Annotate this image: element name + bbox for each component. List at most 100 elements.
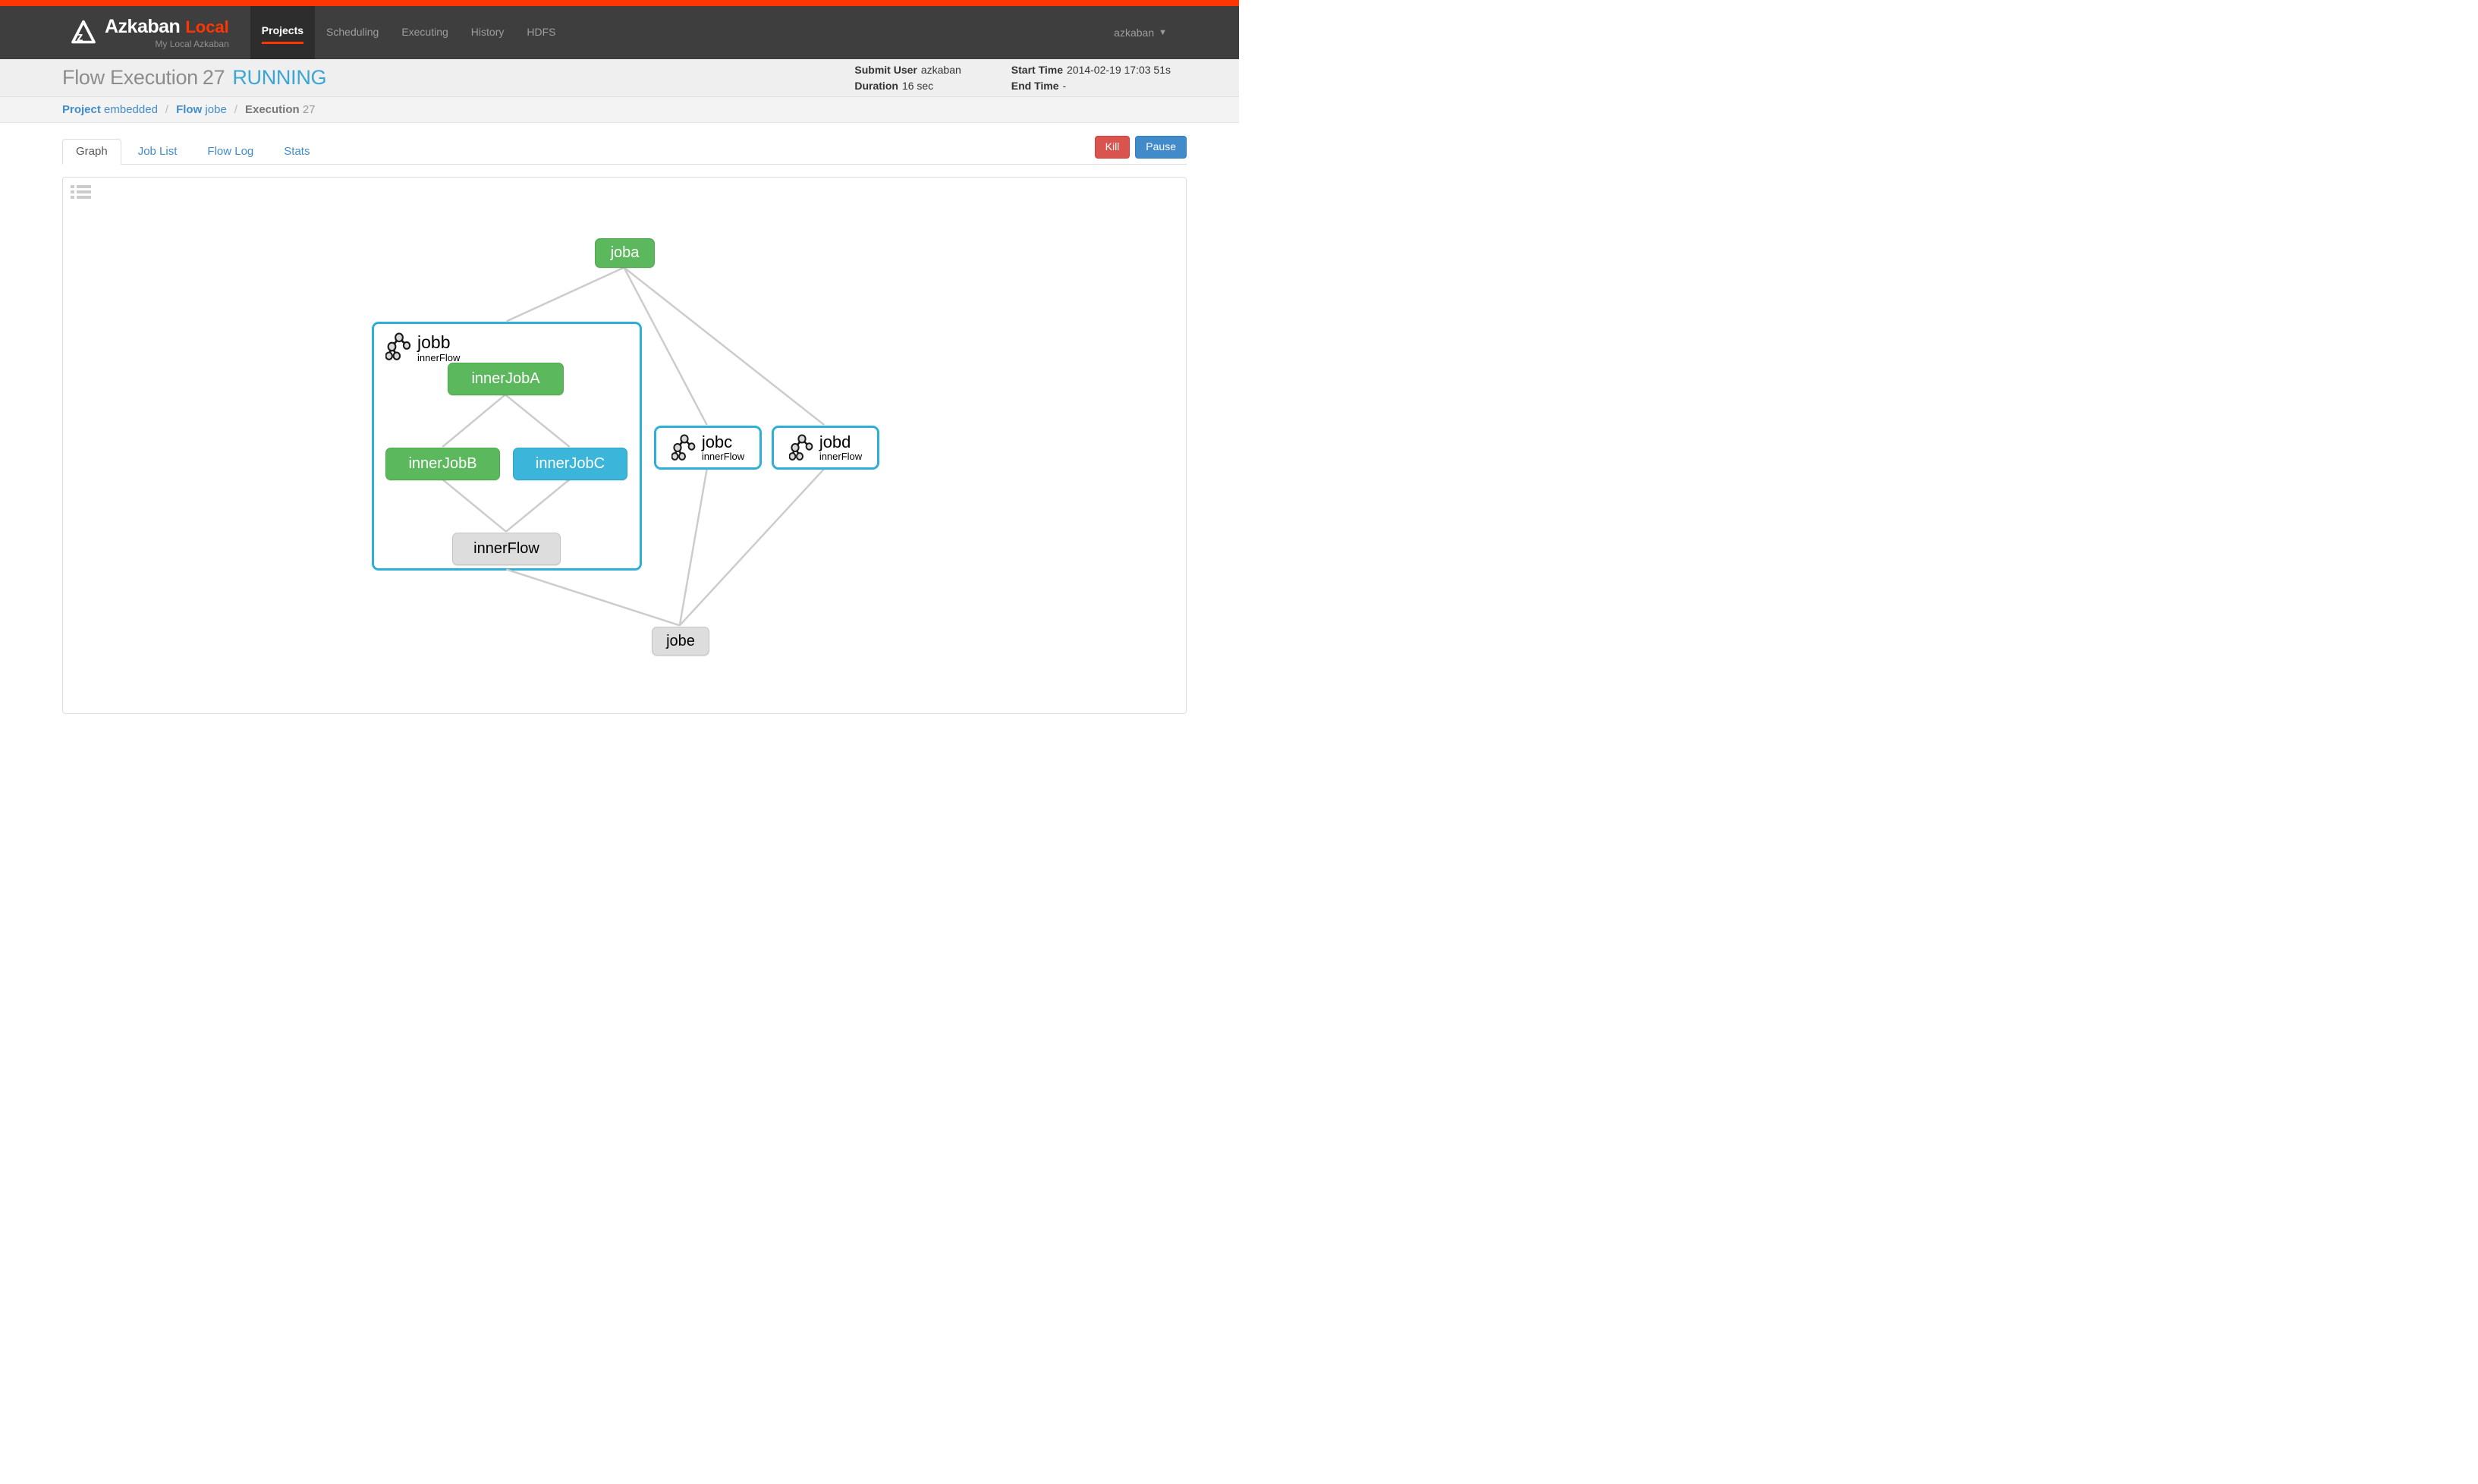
nav-item-history[interactable]: History: [460, 6, 516, 59]
flow-node-title: jobc: [701, 432, 733, 451]
subflow-icon: [385, 332, 411, 360]
graph-edge-joba-jobc: [623, 267, 708, 426]
job-node-innerflow[interactable]: innerFlow: [452, 533, 561, 565]
brand-text: Azkaban Local My Local Azkaban: [105, 16, 229, 49]
graph-edge-jobb-jobe: [506, 568, 681, 627]
subflow-icon: [671, 434, 696, 461]
azkaban-logo-icon: z: [71, 20, 96, 44]
job-node-joba[interactable]: joba: [595, 238, 655, 268]
nav-item-label: Executing: [401, 25, 448, 38]
info-label: Start Time: [1011, 63, 1063, 76]
info-label: End Time: [1011, 79, 1059, 92]
user-name: azkaban: [1114, 27, 1155, 39]
nav-item-label: History: [470, 25, 505, 38]
breadcrumb-flow[interactable]: Flow jobe: [176, 103, 227, 116]
tab-row: Graph Job List Flow Log Stats Kill Pause: [62, 136, 1187, 165]
job-node-jobe[interactable]: jobe: [652, 627, 709, 656]
info-label: Submit User: [854, 63, 917, 76]
flow-node-title: jobd: [819, 432, 851, 451]
tab-flow-log[interactable]: Flow Log: [207, 145, 254, 158]
breadcrumb-separator: /: [234, 103, 237, 116]
info-value: 16 sec: [901, 79, 934, 92]
breadcrumb-value: 27: [299, 103, 316, 116]
graph-edge-innerjobb-innerflow: [442, 478, 507, 533]
status-badge: RUNNING: [232, 66, 327, 89]
graph-edge-innerjobc-innerflow: [505, 478, 571, 533]
graph-edge-innerjoba-innerjobb: [442, 394, 506, 448]
job-node-innerjobb[interactable]: innerJobB: [385, 448, 500, 480]
nav-items: Projects Scheduling Executing History HDFS: [250, 6, 568, 59]
info-start-time: Start Time 2014-02-19 17:03 51s: [1011, 63, 1171, 77]
info-value: azkaban: [920, 63, 961, 76]
graph-edges: [442, 266, 825, 627]
flow-box-title: jobb: [417, 332, 451, 352]
graph-edge-jobd-jobe: [678, 468, 825, 627]
flow-box-subtitle: innerFlow: [417, 352, 461, 363]
nav-item-label: Projects: [261, 21, 304, 44]
joblist-panel-toggle-button[interactable]: [71, 184, 91, 200]
nav-item-label: Scheduling: [326, 25, 379, 38]
info-value: 2014-02-19 17:03 51s: [1067, 63, 1171, 76]
info-value: -: [1062, 79, 1067, 92]
brand-suffix: Local: [185, 17, 229, 36]
breadcrumb-value: jobe: [202, 103, 227, 116]
job-node-innerjoba[interactable]: innerJobA: [448, 363, 564, 395]
nav-item-scheduling[interactable]: Scheduling: [315, 6, 390, 59]
nav-item-executing[interactable]: Executing: [390, 6, 459, 59]
info-label: Duration: [854, 79, 898, 92]
breadcrumb-project[interactable]: Project embedded: [62, 103, 158, 116]
chevron-down-icon: ▼: [1159, 28, 1167, 37]
flow-title-text: Flow Execution: [62, 66, 198, 89]
brand-home-link[interactable]: z Azkaban Local My Local Azkaban: [70, 6, 229, 59]
navbar: z Azkaban Local My Local Azkaban Project…: [0, 6, 1239, 59]
breadcrumb-label: Flow: [176, 103, 203, 116]
main-content: Graph Job List Flow Log Stats Kill Pause jo…: [62, 136, 1187, 714]
svg-text:z: z: [77, 30, 83, 44]
nav-item-hdfs[interactable]: HDFS: [515, 6, 567, 59]
pause-button[interactable]: Pause: [1135, 136, 1187, 159]
breadcrumb-label: Execution: [244, 103, 300, 116]
brand-subtitle: My Local Azkaban: [155, 39, 229, 49]
execution-id: 27: [202, 66, 225, 89]
tab-stats[interactable]: Stats: [284, 145, 310, 158]
graph-edge-joba-jobb: [505, 266, 625, 322]
brand-name: Azkaban: [105, 16, 181, 37]
breadcrumb: Project embedded / Flow jobe / Execution 27: [0, 97, 1239, 123]
flow-node-subtitle: innerFlow: [819, 451, 863, 462]
nav-item-label: HDFS: [527, 25, 556, 38]
breadcrumb-execution: Execution 27: [245, 103, 316, 116]
graph-edge-joba-jobd: [623, 266, 825, 426]
kill-button[interactable]: Kill: [1094, 136, 1131, 159]
user-menu[interactable]: azkaban ▼: [1114, 6, 1167, 59]
info-end-time: End Time-: [1011, 79, 1171, 93]
accent-top-strip: [0, 0, 1239, 6]
graph-edge-innerjoba-innerjobc: [505, 394, 571, 448]
flow-node-subtitle: innerFlow: [701, 451, 745, 462]
subflow-icon: [788, 434, 813, 461]
nav-item-projects[interactable]: Projects: [250, 6, 316, 59]
tab-graph[interactable]: Graph: [62, 139, 121, 165]
breadcrumb-label: Project: [62, 103, 101, 116]
tabs: Graph Job List Flow Log Stats: [62, 138, 326, 165]
job-node-innerjobc[interactable]: innerJobC: [513, 448, 627, 480]
graph-edge-jobc-jobe: [678, 468, 708, 626]
tab-job-list[interactable]: Job List: [137, 145, 178, 158]
breadcrumb-separator: /: [165, 103, 169, 116]
breadcrumb-value: embedded: [100, 103, 158, 116]
graph-nodes-layer: joba innerJobA innerJobB innerJobC innerFlow…: [63, 178, 1186, 713]
tab-actions: Kill Pause: [1094, 136, 1187, 159]
